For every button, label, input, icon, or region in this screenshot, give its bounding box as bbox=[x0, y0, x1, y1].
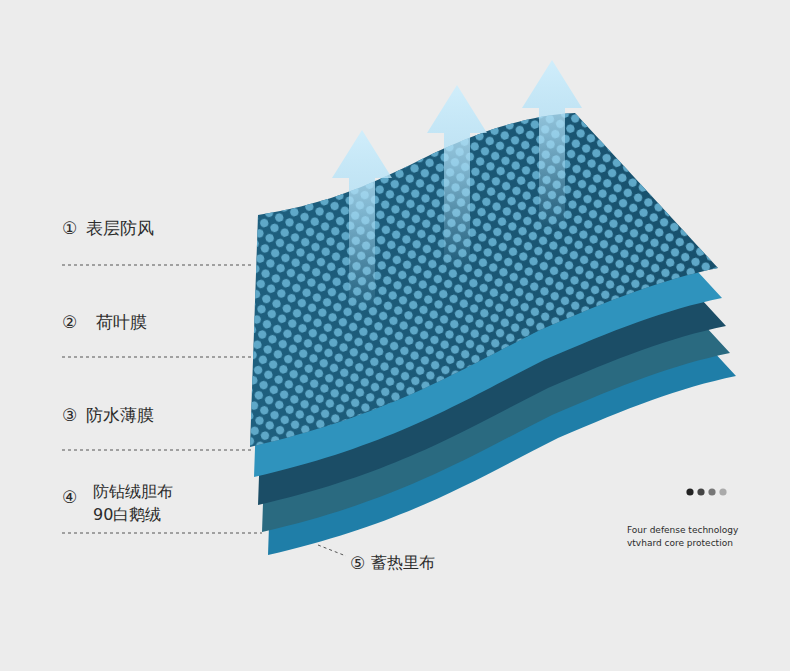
layer-name: 防钻绒胆布 bbox=[93, 482, 173, 501]
leader-line bbox=[62, 265, 252, 266]
leader-lines bbox=[62, 265, 346, 556]
arrow bbox=[522, 60, 582, 230]
outer-layer bbox=[250, 113, 718, 447]
layer-name: 表层防风 bbox=[86, 218, 154, 238]
layer-name: 蓄热里布 bbox=[371, 553, 435, 572]
leader-line bbox=[62, 533, 262, 534]
leader-line bbox=[318, 545, 346, 556]
callout-number: ⑤ bbox=[350, 553, 365, 573]
arrow bbox=[427, 85, 487, 270]
leader-line bbox=[62, 450, 252, 451]
outer-layer-dots bbox=[250, 113, 718, 447]
caption-text: Four defense technology bbox=[627, 525, 738, 536]
leader-line bbox=[62, 357, 252, 358]
page-dots bbox=[686, 488, 726, 495]
callout-number: ① bbox=[62, 218, 77, 238]
callout-number: ② bbox=[62, 312, 77, 332]
callout-number: ④ bbox=[62, 487, 77, 507]
layer-name: 防水薄膜 bbox=[86, 405, 154, 425]
caption-text: vtvhard core protection bbox=[627, 538, 733, 549]
arrow bbox=[332, 130, 392, 310]
callout-number: ③ bbox=[62, 405, 77, 425]
layer-name: 90白鹅绒 bbox=[93, 505, 161, 524]
breath-arrows bbox=[332, 60, 582, 310]
layer-name: 荷叶膜 bbox=[96, 312, 147, 332]
